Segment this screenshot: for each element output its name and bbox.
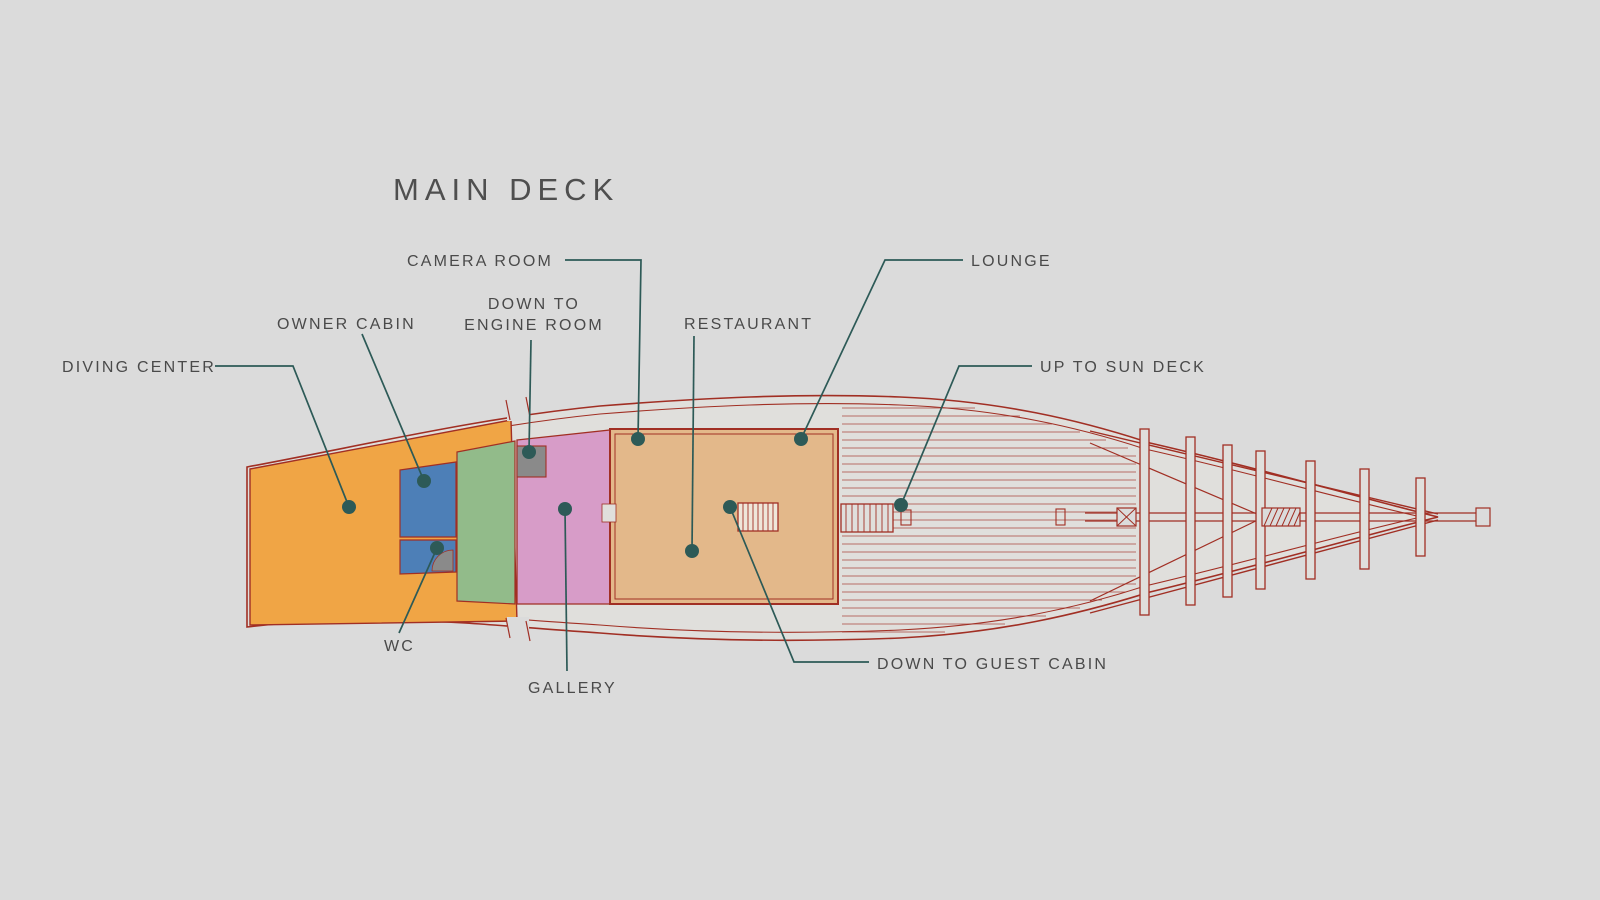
leader-camera-room xyxy=(565,259,642,440)
deck-planking xyxy=(842,407,1136,633)
gangway-tick xyxy=(505,617,511,639)
leader-lounge xyxy=(800,259,963,440)
label-restaurant: RESTAURANT xyxy=(684,316,814,333)
dot-engine-room xyxy=(522,445,536,459)
label-owner-cabin: OWNER CABIN xyxy=(277,316,416,333)
sun-deck-ladder-icon xyxy=(840,503,912,533)
label-camera-room: CAMERA ROOM xyxy=(407,253,553,270)
crossbeam-slat xyxy=(1222,444,1233,598)
rigging-line xyxy=(1089,442,1265,518)
crossbeam-slat xyxy=(1359,468,1370,570)
label-sun-deck: UP TO SUN DECK xyxy=(1040,359,1206,376)
leader-guest-cabin xyxy=(729,506,869,663)
dot-owner-cabin xyxy=(417,474,431,488)
room-restaurant xyxy=(609,428,839,605)
mast-base xyxy=(1055,508,1066,526)
crossbeam-slat xyxy=(1139,428,1150,616)
callouts xyxy=(215,259,1032,672)
label-diving-center: DIVING CENTER xyxy=(62,359,216,376)
room-owner-cabin xyxy=(399,461,457,538)
bowsprit-tip xyxy=(1475,507,1491,527)
rooms xyxy=(249,396,1066,642)
leader-owner-cabin xyxy=(361,333,425,482)
x-box-fitting xyxy=(1116,507,1137,527)
label-wc: WC xyxy=(384,638,416,655)
crossbeam-slat xyxy=(1415,477,1426,557)
room-green xyxy=(456,440,516,605)
gallery-doorway xyxy=(601,503,617,523)
dot-gallery xyxy=(558,502,572,516)
crossbeam-slat xyxy=(1305,460,1316,580)
leader-diving-center xyxy=(215,365,350,508)
leader-wc xyxy=(398,547,438,634)
dot-diving-center xyxy=(342,500,356,514)
gangway-tick xyxy=(505,399,511,421)
label-lounge: LOUNGE xyxy=(971,253,1052,270)
guest-cabin-stairs-icon xyxy=(737,502,779,532)
label-guest-cabin: DOWN TO GUEST CABIN xyxy=(877,656,1109,673)
dot-sun-deck xyxy=(894,498,908,512)
leader-restaurant xyxy=(691,335,695,552)
leader-gallery xyxy=(564,508,568,672)
label-gallery: GALLERY xyxy=(528,680,617,697)
gangway-tick xyxy=(525,620,531,642)
page-title: MAIN DECK xyxy=(393,172,620,207)
dot-guest-cabin xyxy=(723,500,737,514)
hatched-fitting xyxy=(1261,507,1301,527)
label-engine-room: DOWN TO ENGINE ROOM xyxy=(464,296,604,334)
callout-dots xyxy=(342,432,908,558)
rigging-line xyxy=(1089,516,1265,602)
dot-lounge xyxy=(794,432,808,446)
dot-wc xyxy=(430,541,444,555)
dot-camera-room xyxy=(631,432,645,446)
gangway-gap-bottom xyxy=(507,617,529,639)
bow-rigging xyxy=(1085,428,1491,616)
leader-engine-room xyxy=(528,339,532,453)
crossbeam-slat xyxy=(1185,436,1196,606)
wc-fixture xyxy=(431,549,454,572)
dot-restaurant xyxy=(685,544,699,558)
gangway-gap-top xyxy=(507,399,529,421)
leader-sun-deck xyxy=(900,365,1032,506)
